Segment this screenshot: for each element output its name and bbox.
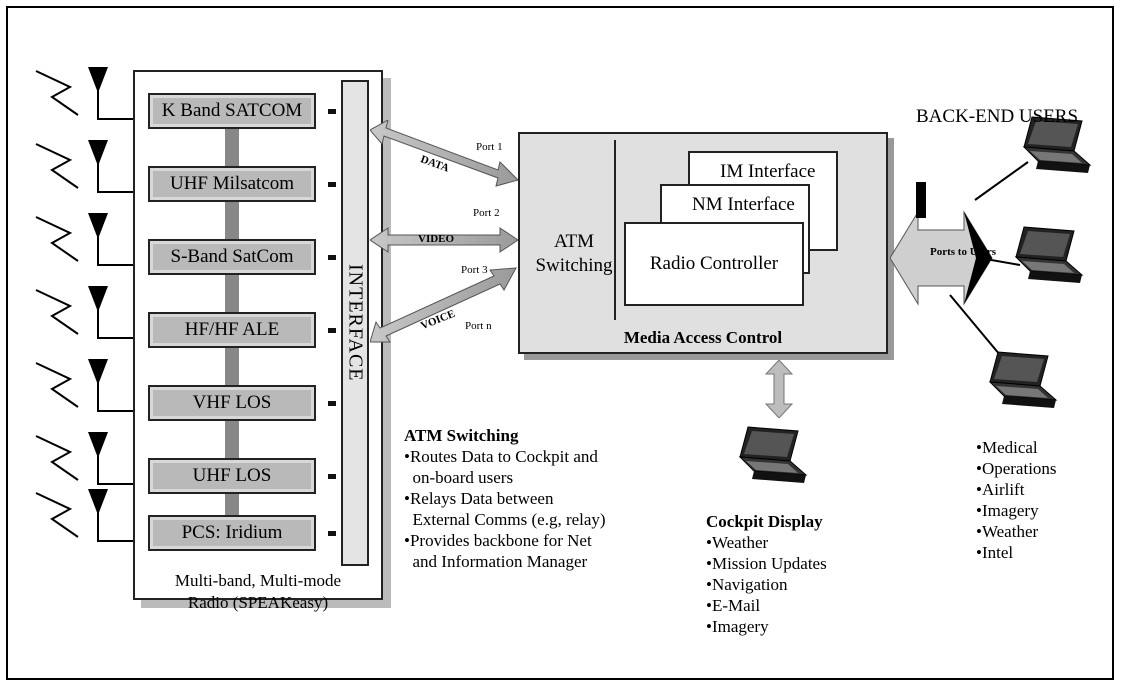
backend-user-item: •Weather <box>976 522 1039 541</box>
antenna-icon <box>88 432 108 458</box>
antenna-feed-line <box>97 373 148 412</box>
radio-controller-label: Radio Controller <box>649 253 779 274</box>
radio-band-2: UHF Milsatcom <box>148 166 316 202</box>
cockpit-item: •E-Mail <box>706 596 761 615</box>
cockpit-item: •Weather <box>706 533 769 552</box>
backend-user-item: •Imagery <box>976 501 1039 520</box>
atm-note-item: and Information Manager <box>404 552 588 571</box>
cockpit-list: •Weather •Mission Updates •Navigation •E-Ma… <box>706 532 827 637</box>
backend-user-item: •Airlift <box>976 480 1025 499</box>
im-interface-label: IM Interface <box>720 161 816 182</box>
radio-caption: Multi-band, Multi-mode Radio (SPEAKeasy) <box>140 570 376 614</box>
radio-controller-box: Radio Controller <box>624 222 804 306</box>
diagram-frame <box>6 6 1114 680</box>
band-connector <box>225 202 239 239</box>
band-connector <box>225 421 239 458</box>
backend-user-item: •Operations <box>976 459 1057 478</box>
atm-note-item: •Relays Data between <box>404 489 554 508</box>
antenna-feed-line <box>97 81 148 120</box>
radio-caption-line2: Radio (SPEAKeasy) <box>187 593 329 612</box>
antenna-icon <box>88 213 108 239</box>
port1-label: Port 1 <box>476 141 503 153</box>
backend-user-list: •Medical •Operations •Airlift •Imagery •Weat… <box>976 437 1057 563</box>
radio-band-6: UHF LOS <box>148 458 316 494</box>
laptop-icon <box>728 425 808 494</box>
atm-note-item: on-board users <box>404 468 514 487</box>
radio-band-3: S-Band SatCom <box>148 239 316 275</box>
atm-notes: ATM Switching •Routes Data to Cockpit an… <box>404 426 606 572</box>
lightning-icon <box>35 216 79 262</box>
ports-to-users-arrow <box>890 182 993 306</box>
cockpit-item: •Navigation <box>706 575 788 594</box>
port3-label: Port 3 <box>461 264 488 276</box>
band-port-mark <box>328 255 336 260</box>
band-connector <box>225 348 239 385</box>
laptop-icon <box>1012 115 1092 184</box>
antenna-feed-line <box>97 300 148 339</box>
atm-notes-list: •Routes Data to Cockpit and on-board use… <box>404 446 606 572</box>
lightning-icon <box>35 143 79 189</box>
band-connector <box>225 129 239 166</box>
antenna-feed-line <box>97 154 148 193</box>
cockpit-display: Cockpit Display •Weather •Mission Updates… <box>706 512 827 637</box>
atm-switching-label: ATM Switching <box>534 230 614 278</box>
cockpit-item: •Mission Updates <box>706 554 827 573</box>
atm-note-item: External Comms (e.g, relay) <box>404 510 606 529</box>
radio-band-5: VHF LOS <box>148 385 316 421</box>
atm-note-item: •Provides backbone for Net <box>404 531 592 550</box>
backend-user-item: •Medical <box>976 438 1038 457</box>
radio-caption-line1: Multi-band, Multi-mode <box>174 571 342 590</box>
band-port-mark <box>328 474 336 479</box>
antenna-icon <box>88 67 108 93</box>
laptop-icon <box>1004 225 1084 294</box>
antenna-feed-line <box>97 503 148 542</box>
antenna-icon <box>88 140 108 166</box>
lightning-icon <box>35 70 79 116</box>
portn-label: Port n <box>465 320 492 332</box>
lightning-icon <box>35 289 79 335</box>
band-port-mark <box>328 401 336 406</box>
backend-heading: BACK-END USERS <box>916 106 1079 127</box>
video-arrow-label: VIDEO <box>418 233 455 245</box>
laptop-icon <box>978 350 1058 419</box>
band-port-mark <box>328 182 336 187</box>
antenna-icon <box>88 489 108 515</box>
radio-band-1: K Band SATCOM <box>148 93 316 129</box>
atm-notes-heading: ATM Switching <box>404 426 519 445</box>
antenna-icon <box>88 286 108 312</box>
mac-title: Media Access Control <box>623 328 783 347</box>
ports-to-users-label: Ports to Users <box>930 246 996 258</box>
atm-note-item: •Routes Data to Cockpit and <box>404 447 598 466</box>
radio-band-4: HF/HF ALE <box>148 312 316 348</box>
backend-user-item: •Intel <box>976 543 1014 562</box>
lightning-icon <box>35 362 79 408</box>
band-port-mark <box>328 109 336 114</box>
lightning-icon <box>35 492 79 538</box>
voice-arrow <box>370 267 517 343</box>
band-port-mark <box>328 531 336 536</box>
antenna-feed-line <box>97 446 148 485</box>
antenna-feed-line <box>97 227 148 266</box>
media-access-control-box: ATM Switching IM Interface NM Interface … <box>518 132 888 354</box>
cockpit-item: •Imagery <box>706 617 769 636</box>
atm-line1: ATM <box>553 231 595 252</box>
antenna-icon <box>88 359 108 385</box>
cockpit-heading: Cockpit Display <box>706 512 823 531</box>
lightning-icon <box>35 435 79 481</box>
cockpit-arrow <box>764 360 794 418</box>
band-connector <box>225 494 239 515</box>
band-port-mark <box>328 328 336 333</box>
radio-band-7: PCS: Iridium <box>148 515 316 551</box>
atm-divider <box>614 140 616 320</box>
interface-bar: INTERFACE <box>341 80 369 566</box>
atm-line2: Switching <box>535 255 613 276</box>
band-connector <box>225 275 239 312</box>
nm-interface-label: NM Interface <box>692 194 795 215</box>
port2-label: Port 2 <box>473 207 500 219</box>
interface-label: INTERFACE <box>344 264 367 382</box>
